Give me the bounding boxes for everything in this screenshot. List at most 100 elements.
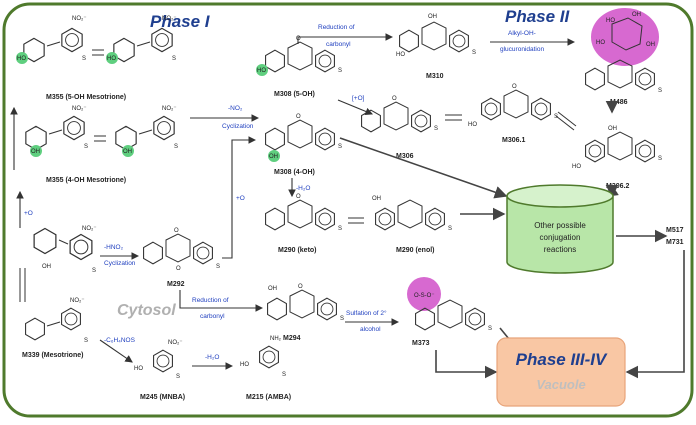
arrow-reduction-2 [179,290,264,312]
svg-text:S: S [176,374,180,380]
phase-ii-title: Phase II [505,7,571,26]
label-m306-2: M306.2 [606,183,629,190]
arrow-c6h4nos [99,339,133,363]
rxn-sulfation-b: alcohol [360,326,381,333]
phase-i-title: Phase I [150,12,211,31]
label-m310: M310 [426,73,444,80]
arrow-m517-to-vacuole [625,250,685,379]
svg-text:NO₂⁻: NO₂⁻ [162,106,177,112]
oh-highlight [30,145,42,157]
structure-m486: HO OH HO OH S [585,8,662,94]
svg-text:OH: OH [372,196,381,202]
structure-m306-2: HO OH S [572,126,662,170]
svg-text:OH: OH [42,264,51,270]
svg-text:OH: OH [608,126,617,132]
label-m355-4oh: M355 (4-OH Mesotrione) [46,177,126,184]
svg-text:HO: HO [572,164,581,170]
structure-m355-4oh: OH NO₂⁻ S OH NO₂⁻ S [25,106,178,157]
svg-text:S: S [82,56,86,62]
rxn-sulfation-a: Sulfation of 2° [346,309,387,317]
svg-text:O: O [392,96,397,102]
label-m308-4oh: M308 (4-OH) [274,169,315,176]
structure-m339-enol: OH NO₂⁻ S [33,226,97,274]
phase-iii-iv-title: Phase III-IV [516,350,608,369]
svg-text:S: S [340,316,344,322]
outer-frame [2,2,694,418]
svg-text:NO₂⁻: NO₂⁻ [168,340,183,346]
svg-text:S: S [472,50,476,56]
rxn-plus-o-bracket: [+O] [352,95,365,102]
cylinder-line-2: conjugation [540,233,581,242]
label-m731: M731 [666,239,684,246]
svg-text:O: O [176,266,181,272]
svg-text:S: S [338,68,342,74]
svg-text:OH: OH [646,42,655,48]
svg-text:NO₂⁻: NO₂⁻ [82,226,97,232]
rxn-cyclization-1: Cyclization [104,260,136,267]
arrow-reduction-1 [297,33,394,44]
structure-m308-4oh: OH O S [265,114,342,162]
structure-m306: O S [361,96,438,133]
cytosol-label: Cytosol [117,302,176,319]
svg-text:S: S [92,268,96,274]
svg-text:OH: OH [269,154,278,160]
cylinder-line-3: reactions [544,245,576,254]
svg-text:HO: HO [134,366,143,372]
structure-m290-keto: O S [265,194,342,232]
label-m308-5oh: M308 (5-OH) [274,91,315,98]
vacuole-label: Vacuole [536,377,585,392]
rxn-plus-o-mid: +O [236,195,245,202]
svg-text:NO₂⁻: NO₂⁻ [72,16,87,22]
svg-text:NO₂⁻: NO₂⁻ [162,16,177,22]
svg-text:HO: HO [17,56,26,62]
label-m245: M245 (MNBA) [140,394,185,401]
label-m292: M292 [167,281,185,288]
rxn-alkyl-b: glucuronidation [500,46,544,53]
svg-text:OH: OH [268,286,277,292]
rxn-no2: -NO₂ [228,105,243,112]
cylinder-line-1: Other possible [534,221,586,230]
label-m294: M294 [283,335,301,342]
svg-text:S: S [658,88,662,94]
svg-text:O: O [296,114,301,120]
svg-text:NO₂⁻: NO₂⁻ [72,106,87,112]
oh-highlight [256,64,268,76]
structure-m245: HO NO₂⁻ S [134,340,183,380]
structure-m290-enol: OH S [372,196,452,232]
svg-text:S: S [338,144,342,150]
oh-highlight [268,150,280,162]
rxn-hno2: -HNO₂ [104,244,124,251]
svg-text:OH: OH [31,149,40,155]
rxn-alkyl-a: Alkyl-OH- [508,30,536,37]
arrow-m292-to-m308-4oh [222,136,257,259]
label-m290-enol: M290 (enol) [396,247,435,254]
svg-text:S: S [338,226,342,232]
svg-text:S: S [434,126,438,132]
svg-text:HO: HO [596,40,605,46]
svg-text:OH: OH [123,149,132,155]
oh-highlight [106,52,118,64]
svg-text:S: S [488,326,492,332]
svg-text:HO: HO [468,122,477,128]
arrow-m308-to-cylinder [339,137,508,199]
rxn-h2o-bottom: -H₂O [205,354,219,361]
structure-m339: NO₂⁻ S [25,298,88,344]
svg-text:S: S [84,338,88,344]
label-m517: M517 [666,227,684,234]
rxn-reduction-2b: carbonyl [200,313,225,320]
label-m306-1: M306.1 [502,137,525,144]
structure-m373: O-S-O⁻ S [407,277,492,332]
label-m306: M306 [396,153,414,160]
oh-highlight [16,52,28,64]
svg-text:S: S [84,144,88,150]
svg-text:HO: HO [606,18,615,24]
vacuole-box [496,337,626,407]
svg-text:HO: HO [240,362,249,368]
rxn-cyclization-2: Cyclization [222,123,254,130]
svg-text:HO: HO [257,68,266,74]
label-m215: M215 (AMBA) [246,394,291,401]
svg-text:HO: HO [396,52,405,58]
rxn-c6h4nos: -C₆H₄NOS [104,337,136,344]
label-m486: M486 [610,99,628,106]
